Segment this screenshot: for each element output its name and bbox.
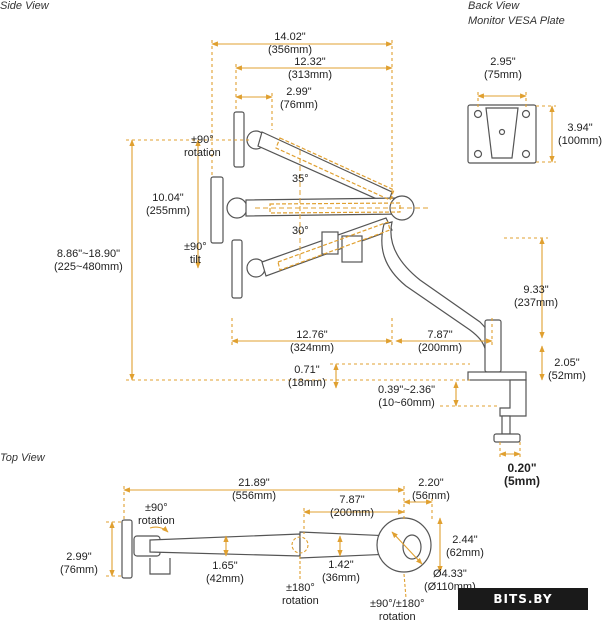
label-lift-range: 10.04"(255mm) <box>146 192 191 217</box>
label-forearm-width: 1.42"(36mm) <box>322 559 360 584</box>
arc-head-rotation <box>149 526 169 533</box>
label-tilt-up: 35° <box>292 173 309 185</box>
label-base-rotation: ±90°/±180°rotation <box>370 598 425 623</box>
label-base-height: 2.05"(52mm) <box>548 357 586 382</box>
clamp-body <box>499 379 527 417</box>
strut-outline <box>269 137 401 271</box>
arc-mid-rotation <box>291 536 309 554</box>
label-head-offset: 2.99"(76mm) <box>280 86 318 111</box>
extension-lines <box>126 40 548 458</box>
label-vesa-height: 3.94"(100mm) <box>558 122 603 147</box>
monitor-center-position <box>210 176 224 244</box>
dim-base-diameter <box>391 531 423 565</box>
dimension-lines <box>106 40 556 599</box>
clamp-screw <box>501 415 511 435</box>
label-mid-rotation: ±180°rotation <box>282 582 319 607</box>
label-tilt: ±90°tilt <box>184 241 207 266</box>
side-view-title: Side View <box>0 0 49 12</box>
vesa-hole <box>521 149 531 159</box>
vesa-center-hole <box>498 128 506 136</box>
label-pole-offset: 7.87"(200mm) <box>418 329 463 354</box>
back-view-title: Back View <box>468 0 520 12</box>
pole <box>484 319 502 373</box>
label-clamp-plate: 0.71"(18mm) <box>288 364 326 389</box>
label-total-length: 21.89"(556mm) <box>232 477 277 502</box>
head-center <box>226 197 248 219</box>
label-arm-width: 1.65"(42mm) <box>206 560 244 585</box>
clamp-knob <box>493 433 521 443</box>
vesa-hole <box>473 109 483 119</box>
monitor-lower-position <box>231 239 243 299</box>
label-rotation: ±90°rotation <box>184 134 221 159</box>
label-reach-total: 14.02"(356mm) <box>268 31 313 56</box>
label-height-range: 8.86"~18.90"(225~480mm) <box>54 248 123 273</box>
vesa-hole <box>521 109 531 119</box>
vesa-hole <box>473 149 483 159</box>
vesa-plate-title: Monitor VESA Plate <box>468 15 565 27</box>
label-arm-span: 12.76"(324mm) <box>290 329 335 354</box>
label-vesa-width: 2.95"(75mm) <box>484 56 522 81</box>
angle-guides <box>255 150 430 260</box>
arm-top-view <box>149 533 301 557</box>
monitor-top-view <box>121 519 133 579</box>
label-reach-arm: 12.32"(313mm) <box>288 56 333 81</box>
label-tilt-down: 30° <box>292 225 309 237</box>
vesa-plate-drawing <box>467 104 537 164</box>
label-base-offset: 2.20"(56mm) <box>412 477 450 502</box>
label-base-width: 2.44"(62mm) <box>446 534 484 559</box>
label-head-width: 2.99"(76mm) <box>60 551 98 576</box>
cable-clip <box>341 235 363 263</box>
arm-center-position <box>245 197 405 217</box>
brand-watermark: BITS.BY <box>458 588 588 610</box>
handle-top-view <box>149 558 171 575</box>
clamp-top-plate <box>467 371 527 381</box>
label-pole-height: 9.33"(237mm) <box>514 284 559 309</box>
top-view-title: Top View <box>0 452 45 464</box>
label-grommet: 0.20"(5mm) <box>504 461 541 488</box>
label-desk-range: 0.39"~2.36"(10~60mm) <box>378 384 436 409</box>
label-forearm-length: 7.87"(200mm) <box>330 494 375 519</box>
label-head-rotation: ±90°rotation <box>138 502 175 527</box>
